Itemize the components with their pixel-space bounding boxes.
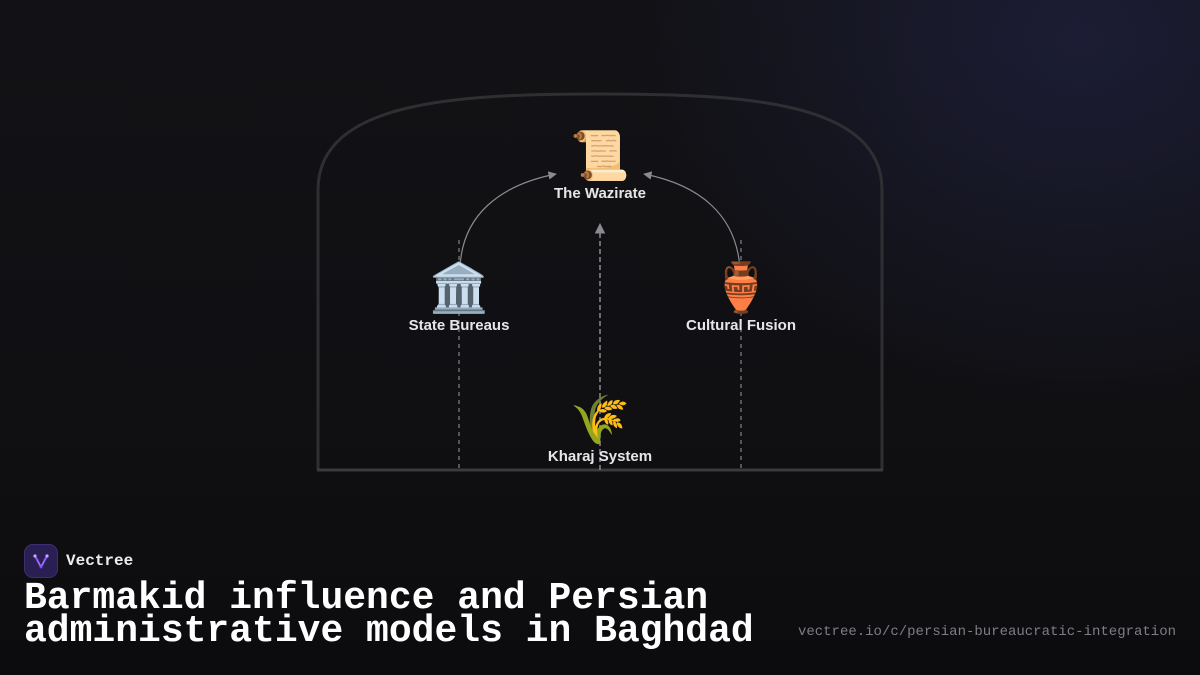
source-url[interactable]: vectree.io/c/persian-bureaucratic-integr… bbox=[797, 624, 1176, 640]
node-label: The Wazirate bbox=[554, 185, 646, 202]
brand-name: Vectree bbox=[66, 552, 134, 570]
brand[interactable]: Vectree bbox=[24, 544, 133, 578]
arch-frame bbox=[316, 92, 884, 470]
scroll-icon: 📜 bbox=[570, 128, 630, 184]
amphora-icon: 🏺 bbox=[711, 260, 771, 316]
sheaf-of-rice-icon: 🌾 bbox=[570, 392, 630, 448]
classical-building-icon: 🏛️ bbox=[429, 260, 489, 316]
edge-bureaus-to-wazirate bbox=[459, 171, 557, 269]
vectree-logo-icon bbox=[24, 544, 58, 578]
node-kharaj-system[interactable]: 🌾 Kharaj System bbox=[548, 392, 652, 465]
node-state-bureaus[interactable]: 🏛️ State Bureaus bbox=[409, 260, 510, 334]
edge-fusion-to-wazirate bbox=[643, 171, 741, 269]
node-cultural-fusion[interactable]: 🏺 Cultural Fusion bbox=[686, 260, 796, 334]
node-label: Kharaj System bbox=[548, 448, 652, 465]
node-label: State Bureaus bbox=[409, 317, 510, 334]
page-title: Barmakid influence and Persian administr… bbox=[24, 577, 754, 653]
node-label: Cultural Fusion bbox=[686, 317, 796, 334]
node-wazirate[interactable]: 📜 The Wazirate bbox=[554, 128, 646, 202]
